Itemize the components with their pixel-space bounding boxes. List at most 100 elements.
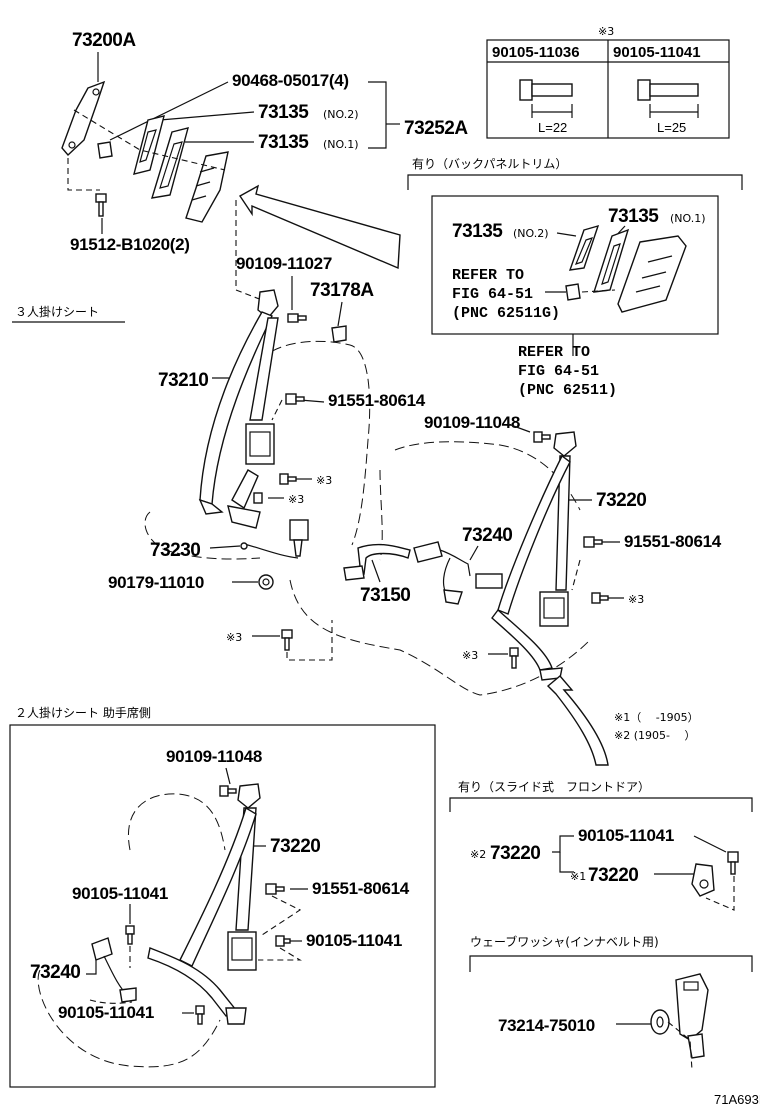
bolt-long-icon bbox=[637, 79, 699, 118]
label-73150: 73150 bbox=[360, 585, 410, 606]
belt-73150 bbox=[343, 543, 411, 581]
label-91551-80614-b: 91551-80614 bbox=[624, 532, 722, 551]
bp-label-no1: (NO.1) bbox=[670, 212, 706, 225]
mark3-b: ※3 bbox=[288, 493, 304, 506]
bp-trim-no2 bbox=[568, 224, 600, 271]
bolt-90109-11048-a-icon bbox=[533, 431, 551, 443]
label-90109-11048-a: 90109-11048 bbox=[424, 413, 520, 432]
label-73220-b: 73220 bbox=[270, 836, 320, 857]
bolt-90105-a-icon bbox=[125, 925, 135, 945]
seatbelt-73210 bbox=[198, 289, 279, 529]
bolt-90105-b-icon bbox=[275, 935, 291, 947]
buckle-73214-icon bbox=[675, 973, 709, 1059]
seatbelt-73220-a bbox=[491, 431, 577, 681]
trim-cover-no2 bbox=[133, 115, 165, 175]
label-no2: (NO.2) bbox=[323, 108, 359, 121]
bolt-91512-icon bbox=[95, 193, 107, 217]
label-73220-d: 73220 bbox=[588, 865, 638, 886]
bracket-73200A bbox=[61, 80, 106, 157]
bolt-mark3-b-icon bbox=[253, 492, 263, 504]
label-90105-11041-d: 90105-11041 bbox=[578, 826, 674, 845]
mark3-c: ※3 bbox=[628, 593, 644, 606]
label-90109-11048-b: 90109-11048 bbox=[166, 747, 262, 766]
buckle-73230 bbox=[240, 519, 309, 559]
bp-label-no2: (NO.2) bbox=[513, 227, 549, 240]
bolt-length-table: ※3 90105-11036 90105-11041 L=22 L=25 bbox=[486, 25, 730, 139]
bp-label-73135-no2: 73135 bbox=[452, 221, 503, 242]
label-73135-no1: 73135 bbox=[258, 132, 309, 153]
clip-icon bbox=[97, 141, 113, 159]
slide-door-title: 有り（スライド式 フロントドア） bbox=[458, 780, 650, 794]
harness-73240-b bbox=[91, 937, 137, 1003]
label-73135-no2: 73135 bbox=[258, 102, 309, 123]
nut-90179-icon bbox=[258, 574, 274, 590]
label-91551-80614-a: 91551-80614 bbox=[328, 391, 426, 410]
bolt-mark3-c-icon bbox=[591, 592, 609, 604]
table-dim-2: L=25 bbox=[657, 120, 686, 135]
label-73220-a: 73220 bbox=[596, 490, 646, 511]
table-dim-1: L=22 bbox=[538, 120, 567, 135]
label-73240-a: 73240 bbox=[462, 525, 512, 546]
bp-refer2-l1: REFER TO bbox=[518, 344, 590, 361]
label-73178A: 73178A bbox=[310, 280, 374, 301]
label-91551-80614-c: 91551-80614 bbox=[312, 879, 410, 898]
trim-panel bbox=[185, 151, 229, 223]
bp-label-73135-no1: 73135 bbox=[608, 206, 659, 227]
wave-washer-icon bbox=[650, 1009, 670, 1035]
label-73210: 73210 bbox=[158, 370, 208, 391]
label-90468-05017: 90468-05017(4) bbox=[232, 71, 349, 90]
seat-back-outline bbox=[259, 340, 371, 546]
bolt-90109-11048-b-icon bbox=[219, 785, 237, 797]
table-col-1: 90105-11036 bbox=[492, 44, 580, 61]
back-panel-title: 有り（バックパネルトリム） bbox=[412, 157, 567, 171]
seatbelt-73220-b bbox=[147, 783, 261, 1025]
label-73220-c: 73220 bbox=[490, 843, 540, 864]
bolt-short-icon bbox=[519, 79, 573, 118]
bolt-90105-c-icon bbox=[195, 1005, 205, 1025]
bolt-mark3-d-icon bbox=[281, 629, 293, 651]
label-90179-11010: 90179-11010 bbox=[108, 573, 204, 592]
seat2-box bbox=[9, 724, 436, 1088]
table-mark: ※3 bbox=[598, 25, 614, 38]
label-73200A: 73200A bbox=[72, 30, 136, 51]
diagram-code: 71A693D bbox=[714, 1092, 760, 1107]
bolt-91551-c-icon bbox=[265, 883, 285, 895]
label-73240-b: 73240 bbox=[30, 962, 80, 983]
bp-refer2-l3: (PNC 62511) bbox=[518, 382, 617, 399]
mark3-a: ※3 bbox=[316, 474, 332, 487]
mark3-d: ※3 bbox=[226, 631, 242, 644]
label-90105-11041-b: 90105-11041 bbox=[306, 931, 402, 950]
bp-clip-icon bbox=[565, 283, 581, 301]
bp-refer1-l1: REFER TO bbox=[452, 267, 524, 284]
bolt-91551-b-icon bbox=[583, 536, 603, 548]
label-90105-11041-c: 90105-11041 bbox=[58, 1003, 154, 1022]
arrow-icon bbox=[238, 184, 401, 270]
label-90105-11041-a: 90105-11041 bbox=[72, 884, 168, 903]
mark1: ※1 bbox=[570, 870, 586, 883]
bolt-mark3-a-icon bbox=[279, 473, 297, 485]
mark3-e: ※3 bbox=[462, 649, 478, 662]
bp-refer2-l2: FIG 64-51 bbox=[518, 363, 599, 380]
label-73214-75010: 73214-75010 bbox=[498, 1016, 595, 1035]
label-73230: 73230 bbox=[150, 540, 200, 561]
footnote-2: ※2 (1905- ） bbox=[614, 729, 695, 742]
anchor-73220-d-icon bbox=[691, 863, 715, 897]
curved-arrow-icon bbox=[546, 675, 609, 766]
back-panel-box bbox=[431, 195, 719, 335]
bp-trim-panel bbox=[617, 235, 687, 313]
wave-washer-title: ウェーブワッシャ(インナベルト用) bbox=[470, 934, 659, 949]
bp-refer1-l3: (PNC 62511G) bbox=[452, 305, 560, 322]
bolt-90109-11027-icon bbox=[287, 313, 307, 323]
bp-trim-no1 bbox=[592, 228, 630, 293]
label-73252A: 73252A bbox=[404, 118, 468, 139]
bp-refer1-l2: FIG 64-51 bbox=[452, 286, 533, 303]
label-90109-11027: 90109-11027 bbox=[236, 254, 332, 273]
seat2-title: ２人掛けシート 助手席側 bbox=[15, 705, 151, 720]
table-col-2: 90105-11041 bbox=[613, 44, 701, 61]
footnote-1: ※1（ -1905） bbox=[614, 711, 699, 724]
label-no1: (NO.1) bbox=[323, 138, 359, 151]
bolt-91551-a-icon bbox=[285, 393, 305, 405]
seat3-title: ３人掛けシート bbox=[15, 304, 99, 319]
harness-73240 bbox=[413, 541, 503, 605]
